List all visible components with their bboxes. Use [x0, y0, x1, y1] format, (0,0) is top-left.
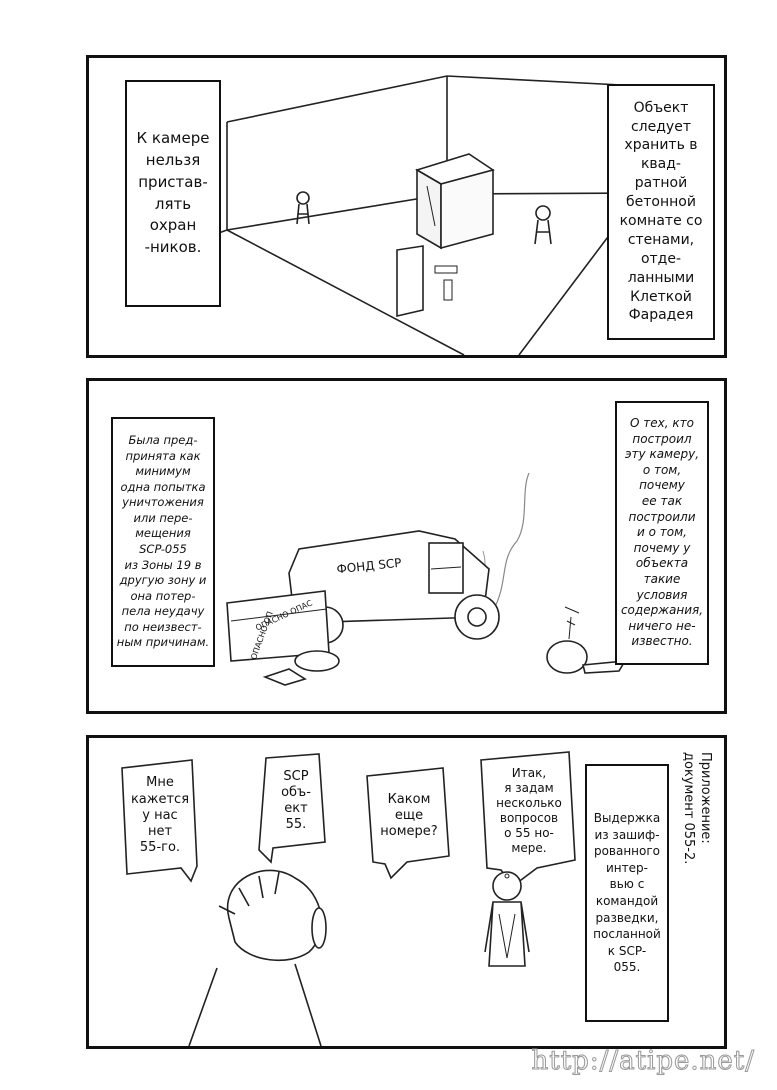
- containment-room-illustration: [168, 75, 642, 355]
- crashed-truck-illustration: [226, 472, 627, 686]
- caption-interview-excerpt: Выдержка из зашиф- рованного интер- вью …: [585, 764, 669, 1022]
- appendix-label: Приложение: документ 055-2.: [680, 752, 713, 865]
- panel-1: К камере нельзя пристав- лять охран -ник…: [86, 55, 727, 358]
- interview-illustration: [121, 751, 576, 1046]
- panel-3: Мне кажется у нас нет 55-го. SCP объ- ек…: [86, 735, 727, 1049]
- panel-2: ФОНД SCP ОПАСНО ОПАС ОПАСНО ОП Была пред…: [86, 378, 727, 714]
- caption-room-requirements: Объект следует хранить в квад- ратной бе…: [607, 84, 715, 340]
- watermark-text: http://atipe.net/: [531, 1046, 755, 1077]
- speech-bubble-no-55: Мне кажется у нас нет 55-го.: [130, 775, 190, 856]
- speech-bubble-which-number: Каком еще номере?: [380, 791, 438, 840]
- speech-bubble-questions-about-55: Итак, я задам несколько вопросов о 55 но…: [496, 766, 562, 855]
- speech-bubble-scp-object-55: SCP объ- ект 55.: [281, 768, 311, 833]
- caption-guards-note: К камере нельзя пристав- лять охран -ник…: [125, 80, 221, 307]
- caption-destruction-attempt: Была пред- принята как минимум одна попы…: [111, 417, 215, 667]
- caption-unknown-builders: О тех, кто построил эту камеру, о том, п…: [615, 401, 709, 665]
